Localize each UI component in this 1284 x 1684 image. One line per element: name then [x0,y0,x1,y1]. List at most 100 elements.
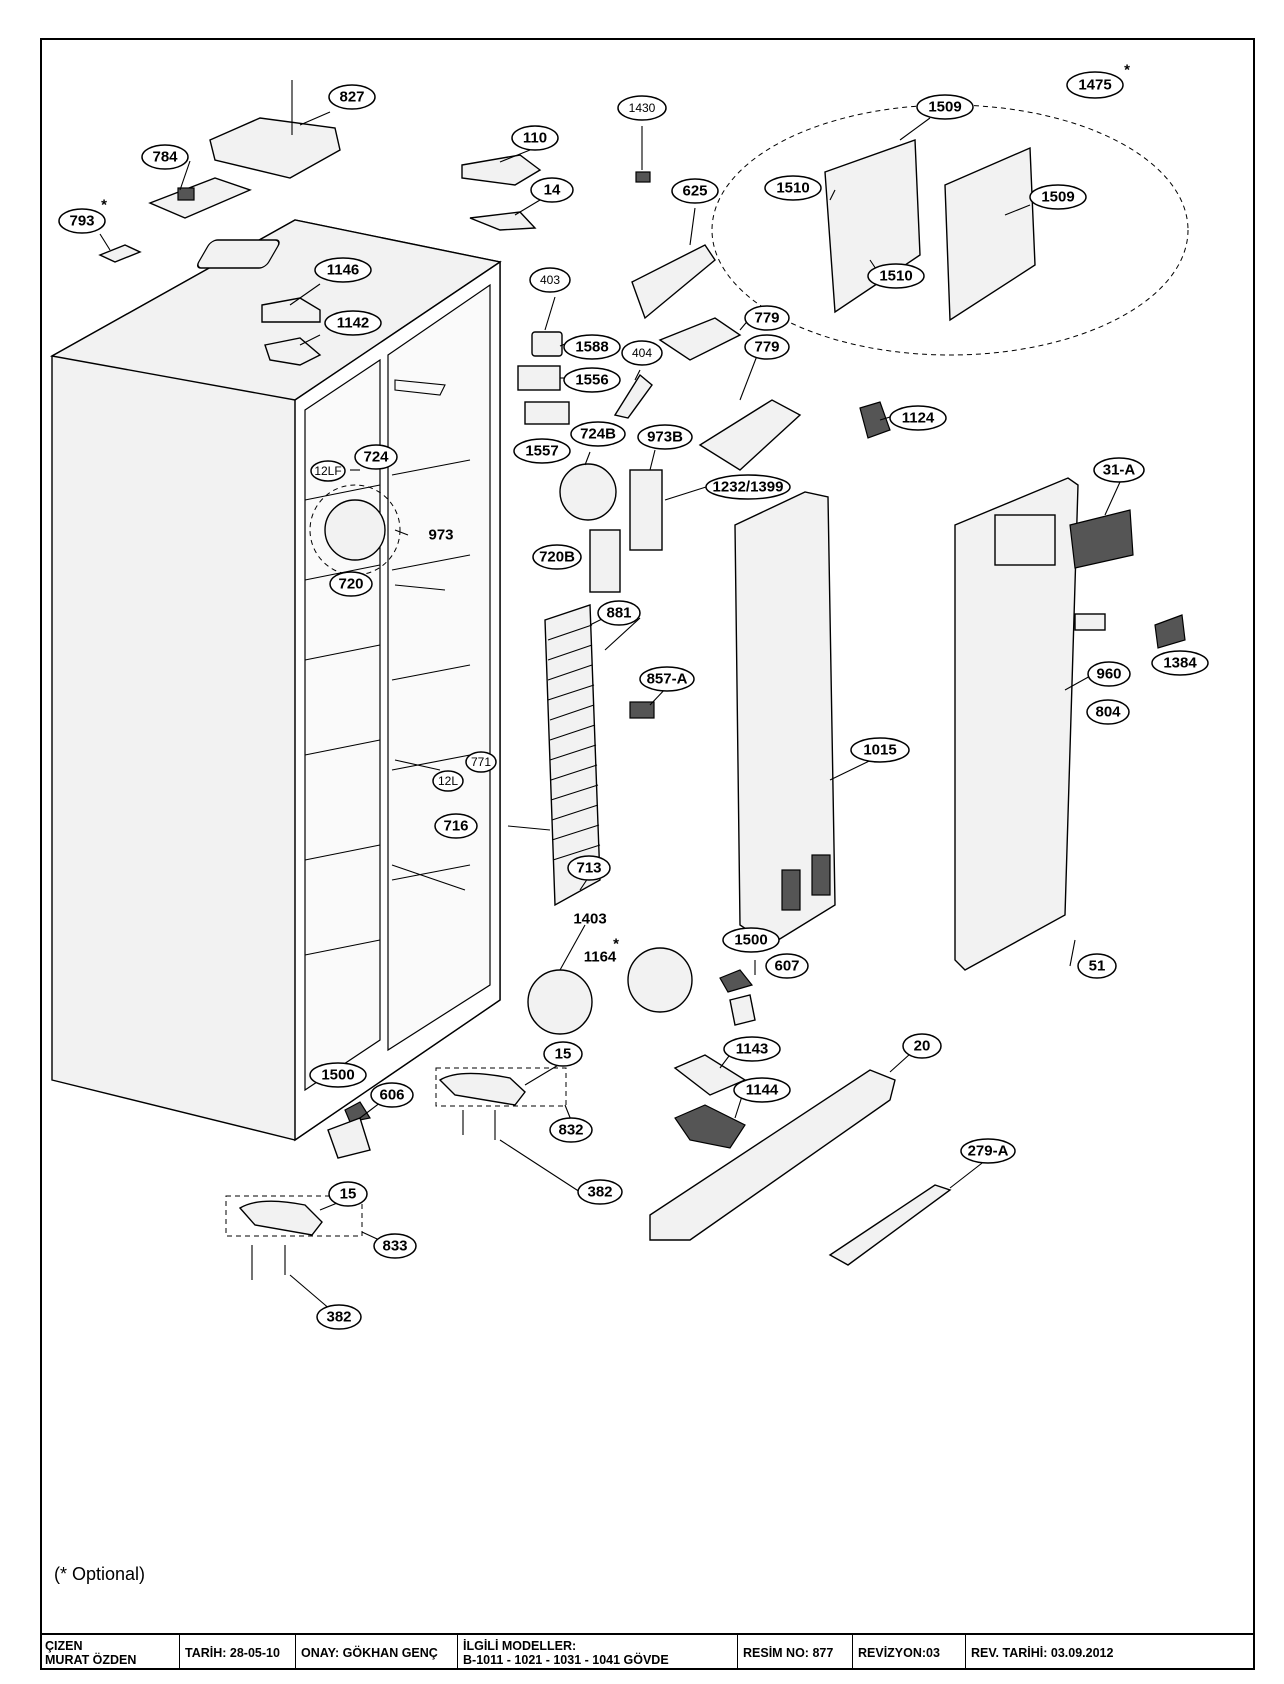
left-fan [324,499,386,561]
callout-279-A: 279-A [960,1138,1016,1164]
svg-text:1384: 1384 [1163,655,1197,672]
svg-text:857-A: 857-A [647,671,688,688]
callout-960: 960 [1087,661,1131,687]
label-12LF: 12LF [310,460,346,482]
svg-text:1500: 1500 [734,932,767,949]
svg-text:1143: 1143 [736,1041,769,1058]
svg-text:1144: 1144 [746,1082,779,1099]
bracket-1144 [674,1104,746,1149]
svg-text:793: 793 [69,213,94,230]
callout-1509-top: 1509 [916,94,974,120]
svg-text:784: 784 [152,149,178,166]
small-board [98,244,142,263]
callout-20: 20 [902,1033,942,1059]
callout-833: 833 [373,1233,417,1259]
svg-text:607: 607 [774,958,799,975]
svg-text:1588: 1588 [575,339,608,356]
control-board [148,177,252,219]
fan-housing [629,469,663,551]
callout-973: 973 [428,527,453,544]
svg-text:973B: 973B [647,429,683,446]
callout-1143: 1143 [723,1036,781,1062]
svg-text:1403: 1403 [573,911,606,928]
part-callouts: 827 784 793* 1146 1142 110 14 1430 625 1… [58,62,1209,1330]
sensor-holder [629,701,655,719]
svg-text:1124: 1124 [902,410,935,427]
tray-lid [658,317,742,361]
callout-720B: 720B [532,544,582,570]
svg-text:12L: 12L [438,774,458,788]
svg-text:1510: 1510 [879,268,912,285]
callout-1556: 1556 [563,367,621,393]
callout-403: 403 [529,267,571,293]
door-hinge-832 [438,1072,526,1106]
carbon-filter [1154,614,1186,649]
kit-outline-832 [435,1067,567,1107]
callout-382-lower: 382 [316,1304,362,1330]
approval-cell: ONAY: GÖKHAN GENÇ [296,1635,458,1670]
hinge-cover [461,154,542,186]
fan-grille-right [627,947,693,1013]
svg-text:960: 960 [1096,666,1121,683]
svg-text:1510: 1510 [776,180,809,197]
svg-text:1142: 1142 [337,315,370,332]
evaporator [544,604,641,907]
svg-text:*: * [613,936,619,953]
callout-1015: 1015 [850,737,910,763]
callout-724B: 724B [570,421,626,447]
callout-1557: 1557 [513,438,571,464]
models-value: B-1011 - 1021 - 1031 - 1041 GÖVDE [463,1652,669,1667]
base-rail [649,1069,896,1241]
svg-text:804: 804 [1095,704,1121,721]
svg-text:713: 713 [576,860,601,877]
svg-text:1509: 1509 [1041,189,1074,206]
models-cell: İLGİLİ MODELLER: B-1011 - 1021 - 1031 - … [458,1635,738,1670]
callout-1403: 1403 [573,911,606,928]
drawn-by-cell: ÇIZEN MURAT ÖZDEN [40,1635,180,1670]
svg-text:15: 15 [340,1186,357,1203]
svg-text:14: 14 [544,182,561,199]
air-grille [1069,509,1134,569]
callout-110: 110 [511,125,559,151]
svg-text:881: 881 [606,605,631,622]
date-text: TARİH: 28-05-10 [185,1645,280,1660]
svg-text:720B: 720B [539,549,575,566]
bottom-hinge-bush [719,969,754,993]
clip [859,401,891,439]
callout-1475: 1475* [1066,62,1130,99]
callout-779-lower: 779 [744,334,790,360]
callout-720: 720 [329,571,373,597]
callout-1510-top: 1510 [764,175,822,201]
approval-text: ONAY: GÖKHAN GENÇ [301,1645,438,1660]
body-shelf-rails [304,379,471,956]
svg-text:279-A: 279-A [968,1143,1009,1160]
svg-text:779: 779 [754,339,779,356]
screws [251,1110,496,1280]
callout-14: 14 [530,177,574,203]
callout-881: 881 [597,600,641,626]
svg-text:1556: 1556 [575,372,608,389]
svg-text:833: 833 [382,1238,407,1255]
drawing-frame [40,38,1255,1670]
inner-cover-panel [734,491,836,946]
svg-text:1430: 1430 [629,101,656,115]
evaporator-cover-module [589,529,621,593]
svg-text:15: 15 [555,1046,572,1063]
callout-973B: 973B [637,424,693,450]
svg-text:403: 403 [540,273,560,287]
callout-784: 784 [141,144,189,170]
svg-text:771: 771 [471,755,491,769]
title-block: ÇIZEN MURAT ÖZDEN TARİH: 28-05-10 ONAY: … [40,1633,1255,1670]
svg-text:31-A: 31-A [1103,462,1136,479]
callout-1509-right: 1509 [1029,184,1087,210]
svg-text:1557: 1557 [525,443,558,460]
callout-404: 404 [621,340,663,366]
svg-text:*: * [1124,62,1130,79]
revision-date-cell: REV. TARİHİ: 03.09.2012 [966,1635,1255,1670]
lamp-bulb [613,373,653,419]
svg-text:625: 625 [682,183,707,200]
callout-1588: 1588 [563,334,621,360]
callout-31-A: 31-A [1093,457,1145,483]
svg-text:827: 827 [339,89,364,106]
svg-text:720: 720 [338,576,363,593]
